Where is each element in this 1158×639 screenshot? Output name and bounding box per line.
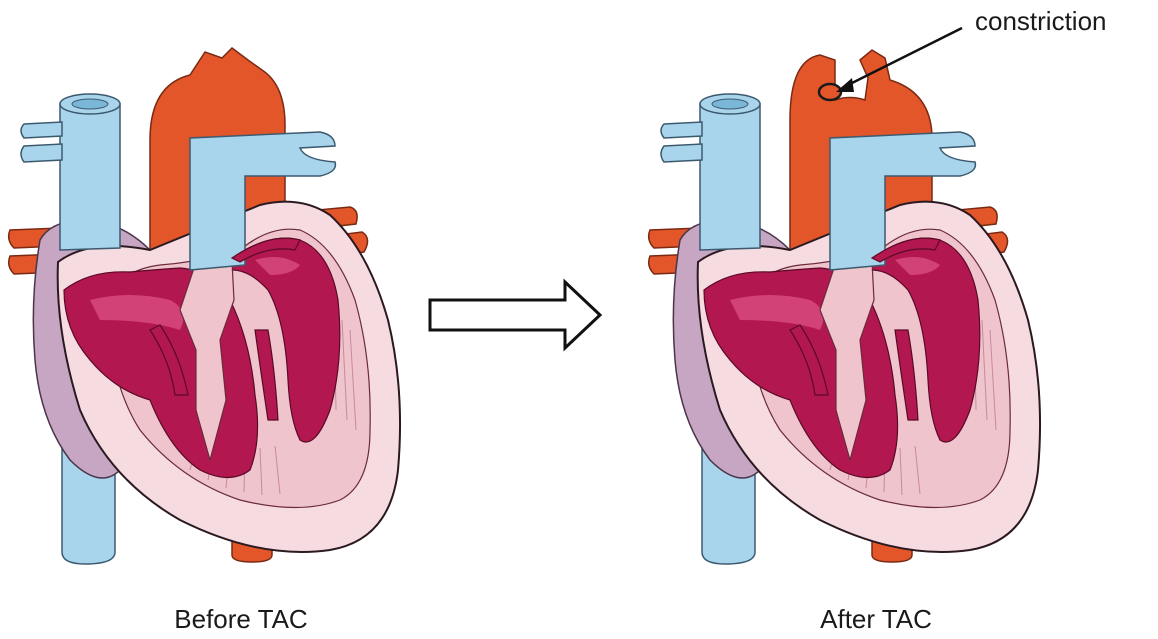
before-caption: Before TAC [174,604,307,634]
after-caption: After TAC [820,604,932,634]
heart-before [9,48,400,564]
constriction-pointer [836,28,962,92]
transition-arrow [430,282,600,348]
heart-after [649,50,1040,564]
constriction-label: constriction [975,6,1107,36]
